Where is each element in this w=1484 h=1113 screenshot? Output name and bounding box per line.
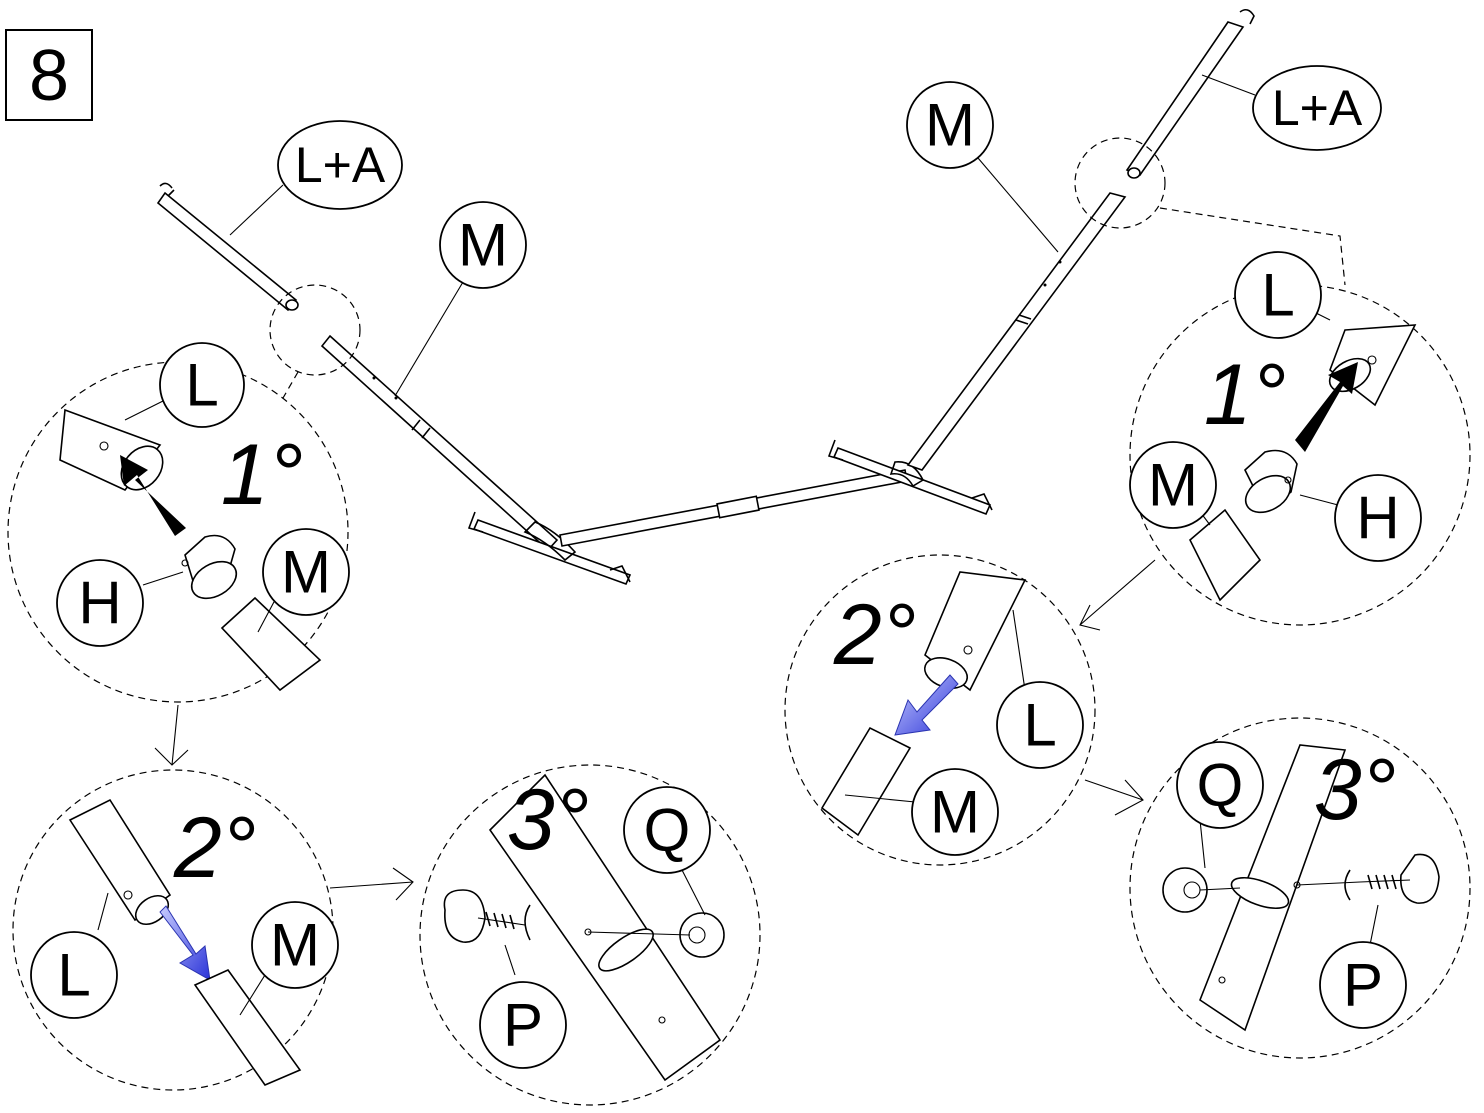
insert-arrow-blue bbox=[894, 674, 959, 736]
svg-text:M: M bbox=[458, 212, 508, 279]
left-m-pole bbox=[320, 334, 559, 552]
svg-text:L: L bbox=[185, 352, 218, 419]
right-foot bbox=[827, 439, 993, 516]
base-bar bbox=[559, 469, 908, 547]
insert-arrow-black bbox=[120, 455, 186, 536]
svg-text:H: H bbox=[78, 570, 121, 637]
zoom-marker-right bbox=[1074, 137, 1166, 229]
svg-text:L: L bbox=[1261, 262, 1294, 329]
detail-left-step2: L M 2° bbox=[12, 769, 339, 1091]
flow-arrow-right-2 bbox=[1084, 779, 1144, 816]
detail-right-step1: L M H 1° bbox=[1129, 251, 1471, 626]
svg-text:Q: Q bbox=[1197, 752, 1244, 819]
svg-text:2°: 2° bbox=[833, 587, 916, 683]
detail-left-step1: L H M 1° bbox=[7, 342, 350, 703]
zoom-marker-left bbox=[269, 284, 361, 376]
svg-text:2°: 2° bbox=[173, 800, 256, 896]
svg-text:L+A: L+A bbox=[295, 137, 386, 193]
callout-m-left: M bbox=[394, 201, 527, 397]
flow-arrow-left-1 bbox=[154, 704, 189, 766]
step-number: 8 bbox=[29, 36, 69, 116]
svg-text:M: M bbox=[1148, 452, 1198, 519]
svg-text:1°: 1° bbox=[1204, 347, 1286, 443]
svg-text:P: P bbox=[1343, 952, 1383, 1019]
detail-left-step3: P Q 3° bbox=[419, 764, 761, 1106]
svg-text:M: M bbox=[281, 539, 331, 606]
callout-la-left: L+A bbox=[229, 120, 403, 236]
insert-arrow-black bbox=[1295, 362, 1358, 452]
svg-text:M: M bbox=[270, 912, 320, 979]
flow-arrow-left-2 bbox=[329, 867, 414, 901]
callout-m-right: M bbox=[906, 81, 1059, 253]
left-foot bbox=[467, 511, 632, 586]
zoom-connector-left bbox=[282, 371, 299, 399]
svg-text:L+A: L+A bbox=[1272, 80, 1363, 136]
right-m-pole bbox=[906, 192, 1127, 471]
svg-text:M: M bbox=[930, 779, 980, 846]
zoom-connector-right bbox=[1159, 207, 1346, 286]
flow-arrow-right-1 bbox=[1079, 559, 1156, 631]
insert-arrow-blue bbox=[159, 905, 211, 981]
svg-text:Q: Q bbox=[644, 797, 691, 864]
left-upper-tube bbox=[156, 182, 299, 312]
svg-text:M: M bbox=[925, 92, 975, 159]
svg-text:3°: 3° bbox=[507, 772, 589, 868]
svg-text:P: P bbox=[503, 992, 543, 1059]
right-upper-tube bbox=[1125, 8, 1255, 179]
svg-text:L: L bbox=[1023, 692, 1056, 759]
step-number-box: 8 bbox=[5, 29, 93, 121]
svg-text:1°: 1° bbox=[221, 427, 303, 523]
detail-right-step3: P Q 3° bbox=[1129, 717, 1471, 1059]
svg-text:L: L bbox=[57, 942, 90, 1009]
hammock-stand bbox=[156, 8, 1255, 586]
callout-la-right: L+A bbox=[1201, 65, 1382, 151]
detail-right-step2: L M 2° bbox=[784, 554, 1096, 866]
svg-text:H: H bbox=[1356, 485, 1399, 552]
svg-text:3°: 3° bbox=[1314, 742, 1396, 838]
